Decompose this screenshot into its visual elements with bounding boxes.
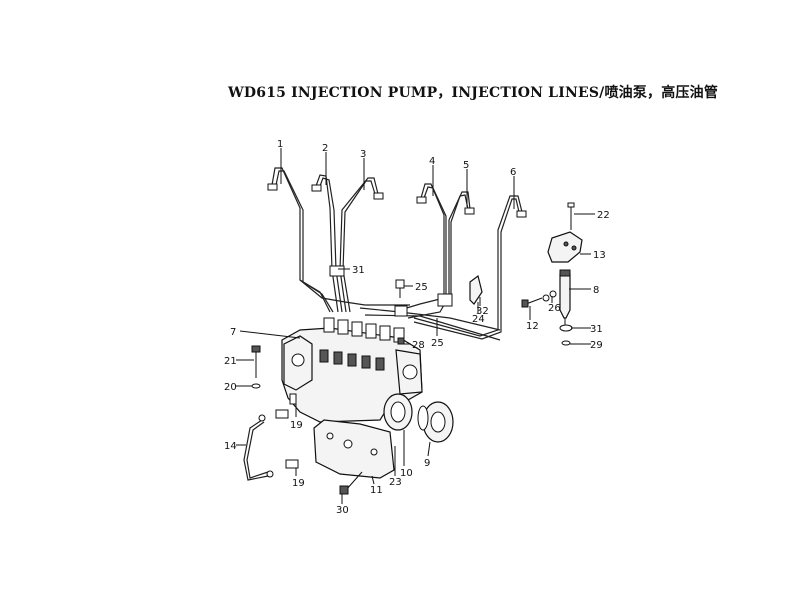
callout-label: 25 [431, 338, 444, 349]
pipe-fittings [267, 183, 527, 298]
callout-label: 1 [277, 139, 283, 150]
callout-label: 24 [472, 314, 485, 325]
callout-label: 22 [597, 210, 610, 221]
callout-label: 31 [590, 324, 603, 335]
callout-label: 30 [336, 505, 349, 516]
callout-label: 5 [463, 160, 469, 171]
drive-coupling [383, 393, 454, 443]
callout-label: 25 [415, 282, 428, 293]
callout-label: 26 [548, 303, 561, 314]
callout-label: 11 [370, 485, 383, 496]
callout-label: 14 [224, 441, 237, 452]
injector-assembly [469, 202, 583, 346]
callout-label: 23 [389, 477, 402, 488]
mounting-bracket [313, 419, 396, 495]
callout-label: 6 [510, 167, 516, 178]
callout-label: 9 [424, 458, 430, 469]
callout-label: 21 [224, 356, 237, 367]
callout-labels: 1 2 3 4 5 6 22 13 31 25 8 32 26 24 12 31… [224, 139, 610, 516]
callout-label: 32 [476, 306, 489, 317]
callout-label: 7 [230, 327, 236, 338]
callout-label: 8 [593, 285, 599, 296]
leader-lines [236, 148, 595, 504]
callout-label: 28 [412, 340, 425, 351]
callout-label: 2 [322, 143, 328, 154]
callout-label: 3 [360, 149, 366, 160]
return-line [243, 337, 405, 481]
callout-label: 4 [429, 156, 435, 167]
callout-label: 19 [290, 420, 303, 431]
callout-label: 12 [526, 321, 539, 332]
callout-label: 19 [292, 478, 305, 489]
callout-label: 31 [352, 265, 365, 276]
callout-label: 13 [593, 250, 606, 261]
page-title: WD615 INJECTION PUMP，INJECTION LINES/喷油泵… [228, 85, 719, 101]
callout-label: 20 [224, 382, 237, 393]
callout-label: 29 [590, 340, 603, 351]
callout-label: 10 [400, 468, 413, 479]
